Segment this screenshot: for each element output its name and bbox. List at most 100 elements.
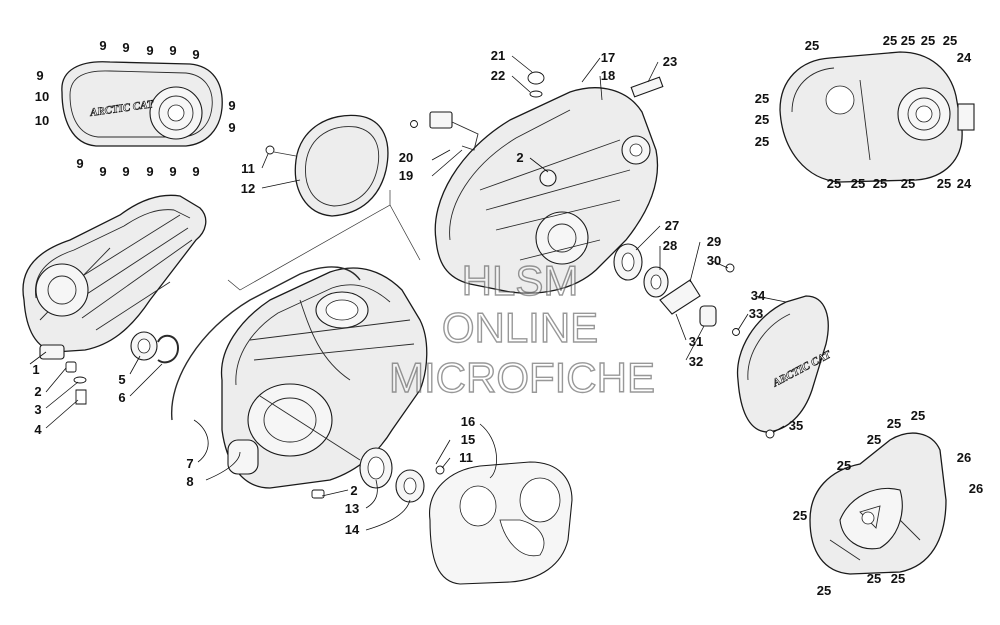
callout-9: 9 — [169, 43, 176, 58]
callout-25: 25 — [867, 432, 881, 447]
callout-16: 16 — [461, 414, 475, 429]
callout-25: 25 — [887, 416, 901, 431]
callout-6: 6 — [118, 390, 125, 405]
callout-11: 11 — [459, 450, 473, 465]
callout-25: 25 — [755, 134, 769, 149]
callout-9: 9 — [169, 164, 176, 179]
plug-21-22 — [527, 71, 545, 98]
callout-28: 28 — [663, 238, 677, 253]
washer-33 — [732, 328, 740, 336]
callout-14: 14 — [345, 522, 360, 537]
callout-25: 25 — [901, 176, 915, 191]
callout-25: 25 — [837, 458, 851, 473]
callout-35: 35 — [789, 418, 803, 433]
gasket-7 — [171, 266, 361, 421]
callout-9: 9 — [36, 68, 43, 83]
bottom-right-cover — [809, 432, 947, 575]
callout-13: 13 — [345, 501, 359, 516]
callout-26: 26 — [969, 481, 983, 496]
callout-19: 19 — [399, 168, 413, 183]
callout-25: 25 — [851, 176, 865, 191]
crankcase-half-right — [779, 51, 975, 183]
callouts: 1 2 3 4 5 6 7 8 9 9 9 9 9 9 9 9 9 9 9 9 … — [32, 33, 983, 598]
callout-23: 23 — [663, 54, 677, 69]
tag-23 — [630, 76, 664, 98]
callout-4: 4 — [34, 422, 42, 437]
bearing-seal-5 — [130, 331, 158, 361]
clutch-cover-inner — [22, 194, 207, 360]
drain-plug-stack — [65, 361, 87, 405]
plate-31 — [659, 279, 701, 315]
callout-33: 33 — [749, 306, 763, 321]
snap-ring-6 — [157, 334, 180, 364]
callout-2: 2 — [350, 483, 357, 498]
sensor-19-20 — [410, 111, 479, 151]
callout-9: 9 — [228, 120, 235, 135]
callout-25: 25 — [805, 38, 819, 53]
callout-8: 8 — [186, 474, 193, 489]
callout-21: 21 — [491, 48, 505, 63]
callout-25: 25 — [867, 571, 881, 586]
callout-9: 9 — [99, 38, 106, 53]
magneto-cover: ARCTIC CAT — [736, 295, 834, 439]
callout-25: 25 — [873, 176, 887, 191]
callout-24: 24 — [957, 176, 972, 191]
callout-25: 25 — [921, 33, 935, 48]
clutch-cover-outer: ARCTIC CAT — [61, 61, 223, 147]
callout-10: 10 — [35, 89, 49, 104]
callout-17: 17 — [601, 50, 615, 65]
watermark-line-1: HLSM — [462, 257, 579, 304]
callout-9: 9 — [146, 164, 153, 179]
callout-9: 9 — [99, 164, 106, 179]
callout-27: 27 — [665, 218, 679, 233]
callout-31: 31 — [689, 334, 703, 349]
watermark-line-2: ONLINE — [442, 304, 598, 351]
callout-9: 9 — [76, 156, 83, 171]
callout-2: 2 — [516, 150, 523, 165]
callout-25: 25 — [911, 408, 925, 423]
callout-29: 29 — [707, 234, 721, 249]
seal-14 — [395, 469, 425, 503]
callout-1: 1 — [32, 362, 39, 377]
callout-25: 25 — [817, 583, 831, 598]
callout-25: 25 — [755, 91, 769, 106]
callout-26: 26 — [957, 450, 971, 465]
callout-34: 34 — [751, 288, 766, 303]
callout-18: 18 — [601, 68, 615, 83]
callout-15: 15 — [461, 432, 475, 447]
callout-25: 25 — [943, 33, 957, 48]
callout-25: 25 — [937, 176, 951, 191]
callout-9: 9 — [192, 47, 199, 62]
callout-9: 9 — [122, 164, 129, 179]
callout-25: 25 — [891, 571, 905, 586]
crankcase-main — [220, 267, 428, 489]
callout-5: 5 — [118, 372, 125, 387]
callout-22: 22 — [491, 68, 505, 83]
callout-9: 9 — [122, 40, 129, 55]
callout-2: 2 — [34, 384, 41, 399]
callout-20: 20 — [399, 150, 413, 165]
callout-32: 32 — [689, 354, 703, 369]
callout-9: 9 — [228, 98, 235, 113]
callout-9: 9 — [146, 43, 153, 58]
dowel-pin-2 — [311, 489, 325, 499]
callout-3: 3 — [34, 402, 41, 417]
watermark: HLSM ONLINE MICROFICHE — [388, 256, 655, 401]
magneto-housing — [434, 87, 659, 294]
clutch-gasket-12 — [265, 114, 389, 217]
callout-25: 25 — [793, 508, 807, 523]
leader-lines — [29, 55, 787, 531]
callout-11: 11 — [241, 161, 255, 176]
callout-25: 25 — [883, 33, 897, 48]
watermark-line-3: MICROFICHE — [389, 354, 655, 401]
callout-7: 7 — [186, 456, 193, 471]
gasket-16 — [429, 461, 573, 585]
callout-25: 25 — [901, 33, 915, 48]
bearing-13 — [359, 447, 393, 489]
bolt-30 — [725, 263, 735, 273]
callout-10: 10 — [35, 113, 49, 128]
callout-25: 25 — [755, 112, 769, 127]
spacer-32 — [699, 305, 717, 327]
